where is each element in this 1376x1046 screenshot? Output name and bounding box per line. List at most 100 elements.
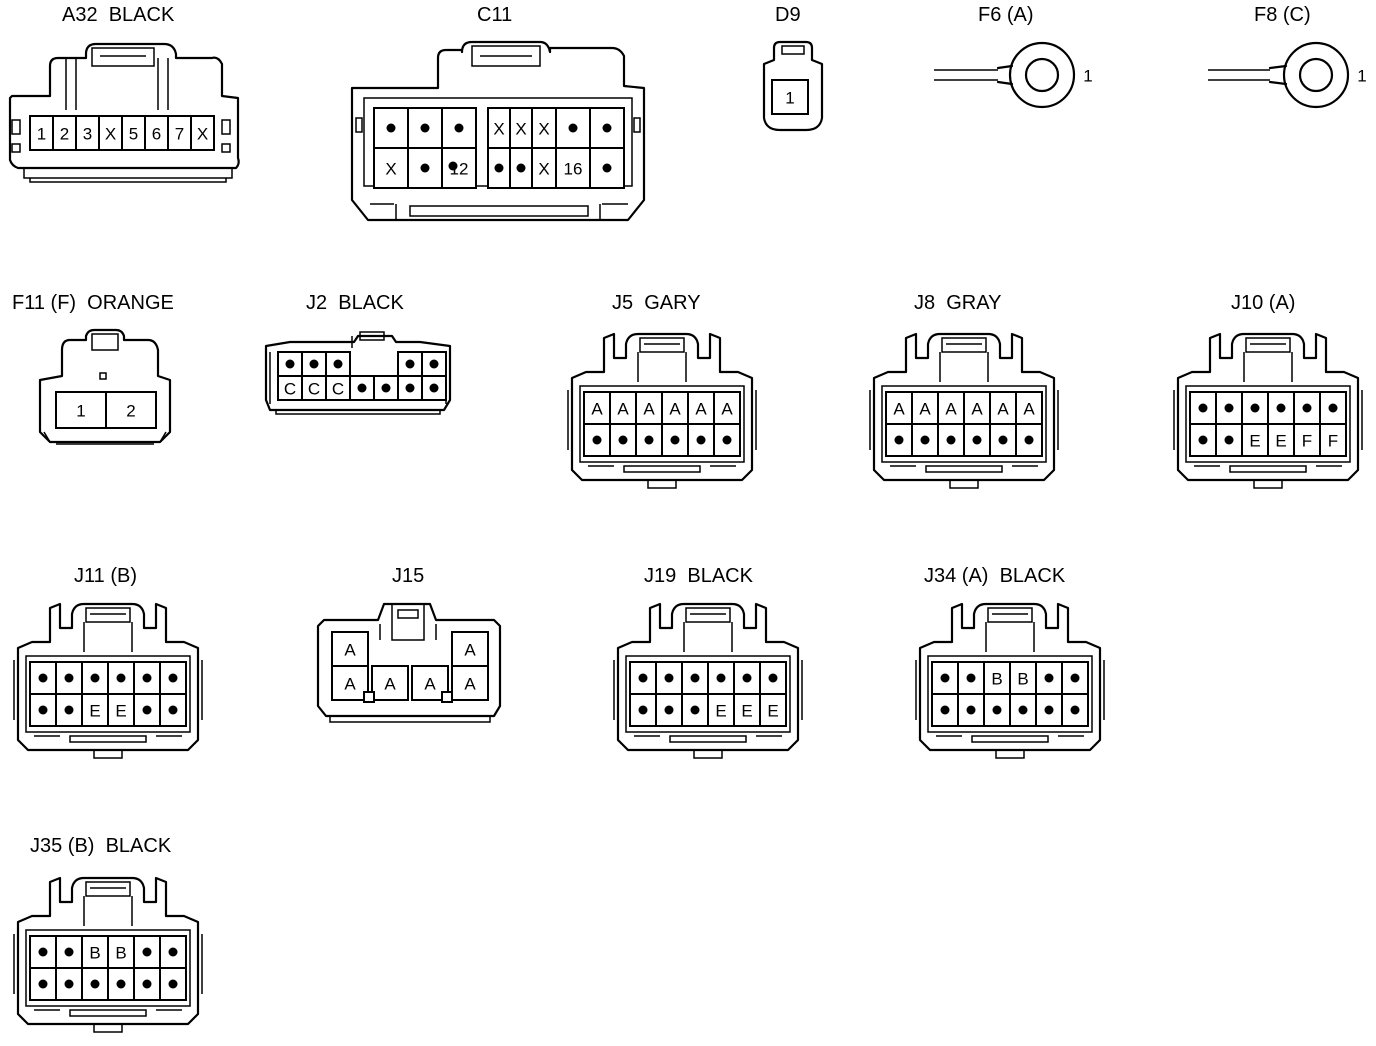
pin-dot — [1044, 705, 1054, 715]
cavity-j5-1-0 — [583, 423, 611, 457]
pin-label: A — [669, 400, 681, 419]
cavity-j10-1-2: E — [1241, 423, 1269, 457]
connector-title-j35: J35 (B) BLACK — [30, 835, 172, 857]
pin-label: 2 — [126, 402, 135, 421]
cavity-j15-1-3: A — [451, 665, 489, 701]
pin-label: A — [344, 675, 356, 694]
pin-dot — [381, 383, 391, 393]
cavity-j34-0-1 — [957, 661, 985, 695]
pin-dot — [168, 979, 178, 989]
pin-dot — [638, 705, 648, 715]
cavity-j8-1-1 — [911, 423, 939, 457]
connector-title-c11: C11 — [477, 4, 513, 26]
cavity-j2-1-6 — [421, 375, 447, 401]
cavity-j2-1-3 — [349, 375, 375, 401]
latch-tab — [363, 691, 375, 703]
cavity-j5-0-1: A — [609, 391, 637, 425]
cavity-c11-1-4 — [509, 147, 533, 189]
pin-label: A — [643, 400, 655, 419]
cavity-j5-1-3 — [661, 423, 689, 457]
pin-dot — [592, 435, 602, 445]
pin-label: E — [741, 702, 752, 721]
pin-dot — [142, 979, 152, 989]
pin-dot — [966, 673, 976, 683]
cavity-j19-0-3 — [707, 661, 735, 695]
cavity-j8-0-3: A — [963, 391, 991, 425]
pin-dot — [494, 163, 504, 173]
pin-label: B — [89, 944, 100, 963]
cavity-j19-0-2 — [681, 661, 709, 695]
pin-dot — [38, 979, 48, 989]
pin-dot — [1250, 403, 1260, 413]
pin-label: 5 — [129, 125, 138, 144]
pin-dot — [516, 163, 526, 173]
pin-dot — [998, 435, 1008, 445]
cavity-a32-0-2: 3 — [75, 115, 100, 151]
cavity-j19-1-2 — [681, 693, 709, 727]
pin-dot — [420, 163, 430, 173]
pin-label: A — [344, 641, 356, 660]
pin-dot — [116, 673, 126, 683]
cavity-j5-0-0: A — [583, 391, 611, 425]
cavity-j8-0-2: A — [937, 391, 965, 425]
cavity-j10-0-1 — [1215, 391, 1243, 425]
pin-label: F — [1302, 432, 1312, 451]
pin-label: E — [1249, 432, 1260, 451]
cavity-j8-1-2 — [937, 423, 965, 457]
pin-label: 1 — [37, 125, 46, 144]
connector-title-j2: J2 BLACK — [306, 292, 404, 314]
cavity-j10-1-5: F — [1319, 423, 1347, 457]
pin-dot — [1018, 705, 1028, 715]
pin-dot — [1070, 673, 1080, 683]
cavity-j11-0-5 — [159, 661, 187, 695]
cavity-j35-0-1 — [55, 935, 83, 969]
cavity-a32-0-7: X — [190, 115, 215, 151]
cavity-j5-1-1 — [609, 423, 637, 457]
cavity-j5-0-5: A — [713, 391, 741, 425]
connector-title-f6: F6 (A) — [978, 4, 1034, 26]
pin-dot — [309, 359, 319, 369]
connector-title-j8: J8 GRAY — [914, 292, 1002, 314]
cavity-c11-0-7 — [589, 107, 625, 149]
cavity-c11-1-7 — [589, 147, 625, 189]
pin-dot — [690, 673, 700, 683]
pin-label: C — [284, 380, 296, 399]
pin-label: E — [89, 702, 100, 721]
cavity-j11-1-3: E — [107, 693, 135, 727]
cavity-j10-0-4 — [1293, 391, 1321, 425]
pin-dot — [285, 359, 295, 369]
cavity-c11-1-1 — [407, 147, 443, 189]
pin-dot — [64, 673, 74, 683]
cavity-j2-1-1: C — [301, 375, 327, 401]
pin-label: A — [695, 400, 707, 419]
pin-dot — [1302, 403, 1312, 413]
latch-tab — [441, 691, 453, 703]
cavity-j8-1-0 — [885, 423, 913, 457]
cavity-j11-1-0 — [29, 693, 57, 727]
pin-dot — [568, 123, 578, 133]
pin-label: A — [424, 675, 436, 694]
pin-label: 7 — [175, 125, 184, 144]
pin-dot — [38, 705, 48, 715]
cavity-j15-0-0: A — [331, 631, 369, 667]
cavity-j35-1-0 — [29, 967, 57, 1001]
connector-title-j5: J5 GARY — [612, 292, 701, 314]
cavity-j11-1-4 — [133, 693, 161, 727]
pin-label: 2 — [60, 125, 69, 144]
cavity-j34-1-2 — [983, 693, 1011, 727]
cavity-f11-0-0: 1 — [55, 391, 107, 429]
pin-dot — [1198, 403, 1208, 413]
pin-dot — [1224, 435, 1234, 445]
pin-dot — [768, 673, 778, 683]
pin-dot — [618, 435, 628, 445]
pin-dot — [1070, 705, 1080, 715]
pin-label: A — [721, 400, 733, 419]
pin-label: A — [893, 400, 905, 419]
pin-label: E — [767, 702, 778, 721]
connector-title-j15: J15 — [392, 565, 425, 587]
cavity-a32-0-4: 5 — [121, 115, 146, 151]
cavity-j10-0-3 — [1267, 391, 1295, 425]
pin-label: A — [919, 400, 931, 419]
